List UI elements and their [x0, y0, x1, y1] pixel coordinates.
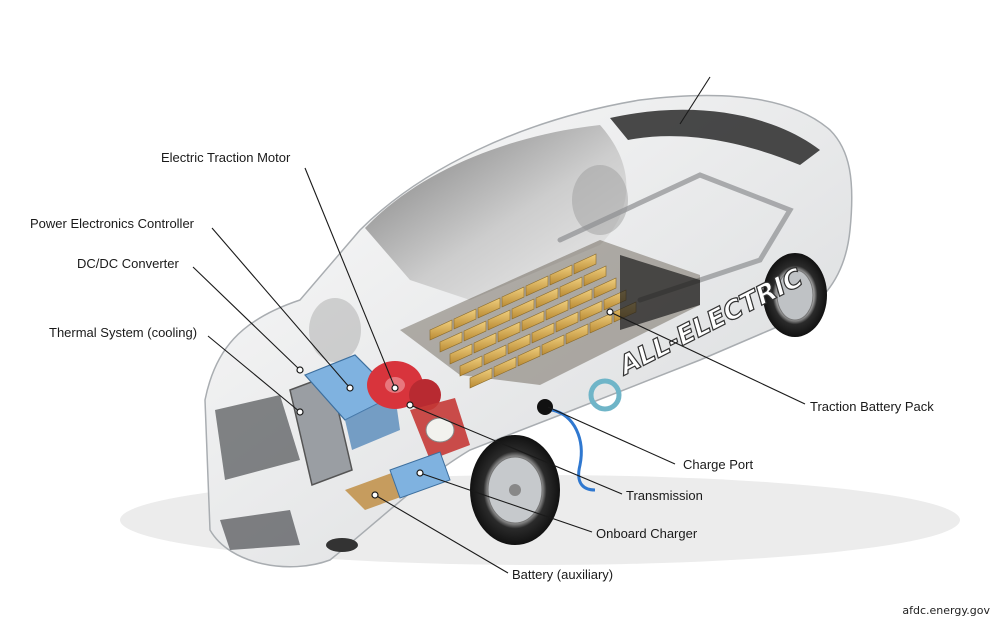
- leader-endpoints: [296, 308, 614, 499]
- leader-charge-port: [547, 406, 676, 465]
- battery-cell: [569, 288, 593, 310]
- battery-cell: [549, 264, 573, 286]
- leader-top-antenna: [679, 76, 711, 125]
- battery-cell: [429, 319, 453, 341]
- battery-cell: [493, 356, 517, 378]
- battery-cell: [521, 310, 545, 332]
- chassis-frame: [557, 172, 794, 303]
- front-wheel: [470, 435, 560, 545]
- label-dc-dc-converter: DC/DC Converter: [77, 256, 179, 271]
- battery-cell: [453, 308, 477, 330]
- label-transmission: Transmission: [626, 488, 703, 503]
- battery-cell: [583, 265, 607, 287]
- battery-cell: [593, 277, 617, 299]
- battery-cell: [525, 275, 549, 297]
- charge-port-graphic: [537, 399, 553, 415]
- leader-electric-traction-motor: [304, 167, 396, 389]
- power-electronics-graphic: [345, 395, 400, 450]
- leader-onboard-charger: [419, 472, 593, 533]
- battery-cell: [469, 367, 493, 389]
- battery-cell: [573, 253, 597, 275]
- label-traction-battery-pack: Traction Battery Pack: [810, 399, 934, 414]
- battery-cell: [511, 298, 535, 320]
- battery-cell: [501, 286, 525, 308]
- battery-cell: [507, 333, 531, 355]
- rear-wheel-far: [572, 165, 628, 235]
- windshield: [365, 125, 627, 300]
- front-wheel-far: [309, 298, 361, 362]
- rear-wheel: [763, 253, 827, 337]
- label-battery-auxiliary: Battery (auxiliary): [512, 567, 614, 582]
- leader-battery-auxiliary: [374, 494, 509, 574]
- battery-cell: [487, 309, 511, 331]
- front-grille: [215, 395, 358, 552]
- battery-cell: [545, 299, 569, 321]
- battery-cell: [535, 287, 559, 309]
- label-thermal-system: Thermal System (cooling): [49, 325, 198, 340]
- leader-thermal-system: [207, 335, 301, 413]
- battery-cell: [589, 312, 613, 334]
- battery-cell: [483, 344, 507, 366]
- battery-cell: [559, 276, 583, 298]
- battery-cell: [517, 345, 541, 367]
- leader-transmission: [409, 404, 623, 495]
- leader-lines: [192, 76, 806, 574]
- label-power-electronics-controller: Power Electronics Controller: [30, 216, 195, 231]
- battery-cell: [565, 323, 589, 345]
- battery-cell: [579, 300, 603, 322]
- battery-cell: [555, 311, 579, 333]
- battery-cell: [459, 355, 483, 377]
- label-onboard-charger: Onboard Charger: [596, 526, 698, 541]
- leader-dc-dc-converter: [192, 266, 301, 371]
- source-credit: afdc.energy.gov: [902, 604, 990, 617]
- battery-cell: [477, 297, 501, 319]
- label-charge-port: Charge Port: [683, 457, 754, 472]
- battery-cell: [541, 334, 565, 356]
- label-electric-traction-motor: Electric Traction Motor: [161, 150, 291, 165]
- battery-cell: [497, 321, 521, 343]
- leader-power-electronics-controller: [211, 227, 351, 389]
- battery-cell: [463, 320, 487, 342]
- battery-cell: [449, 343, 473, 365]
- car-body: [204, 94, 853, 568]
- battery-cell: [439, 331, 463, 353]
- rear-window: [610, 109, 820, 165]
- leader-traction-battery-pack: [609, 311, 806, 405]
- battery-cell: [531, 322, 555, 344]
- charge-cable: [551, 408, 596, 492]
- battery-cell: [473, 332, 497, 354]
- battery-pack-graphic: [400, 240, 700, 389]
